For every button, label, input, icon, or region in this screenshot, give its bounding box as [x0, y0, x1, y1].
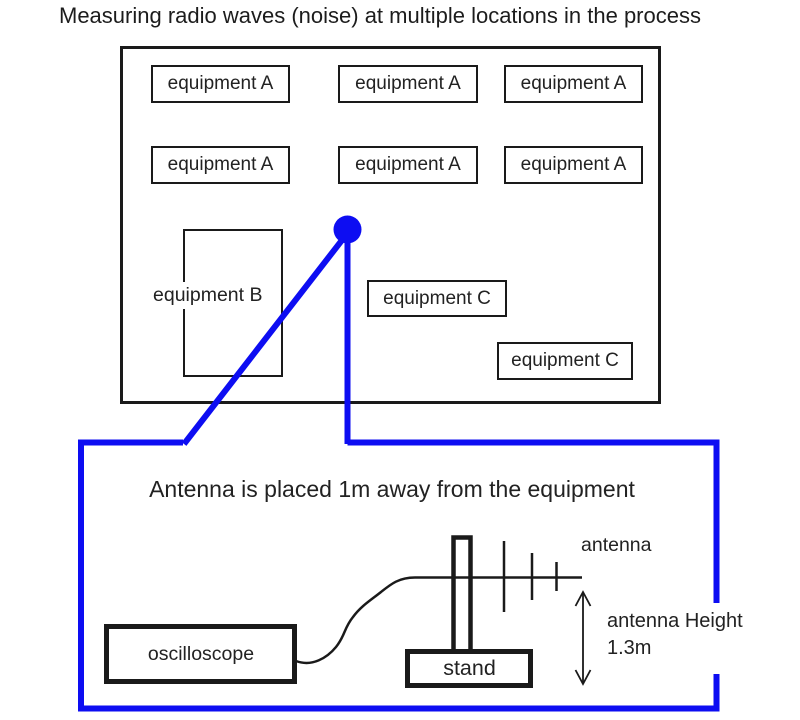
equipment-a-box-4: equipment A	[151, 146, 290, 184]
detail-caption: Antenna is placed 1m away from the equip…	[149, 476, 635, 502]
stand-label: stand	[443, 656, 496, 680]
antenna-height-text: antenna Height	[607, 610, 743, 632]
height-arrow-heads-icon	[574, 590, 592, 686]
equipment-a-box-6: equipment A	[504, 146, 643, 184]
equipment-c-box-2: equipment C	[497, 342, 633, 380]
antenna-label: antenna	[581, 534, 652, 556]
equipment-b-label: equipment B	[147, 282, 269, 309]
oscilloscope-label: oscilloscope	[147, 642, 255, 665]
equipment-c-box-1: equipment C	[367, 280, 507, 317]
antenna-height-value: 1.3m	[607, 637, 652, 659]
page-title: Measuring radio waves (noise) at multipl…	[59, 3, 701, 28]
coax-cable	[295, 576, 416, 665]
equipment-a-box-2: equipment A	[338, 65, 478, 103]
equipment-a-box-3: equipment A	[504, 65, 643, 103]
antenna-mast	[451, 535, 473, 655]
equipment-a-box-1: equipment A	[151, 65, 290, 103]
process-room-outline	[120, 46, 661, 404]
equipment-a-box-5: equipment A	[338, 146, 478, 184]
antenna-height-label: antenna Height 1.3m	[602, 605, 748, 665]
antenna-elements	[502, 541, 558, 612]
